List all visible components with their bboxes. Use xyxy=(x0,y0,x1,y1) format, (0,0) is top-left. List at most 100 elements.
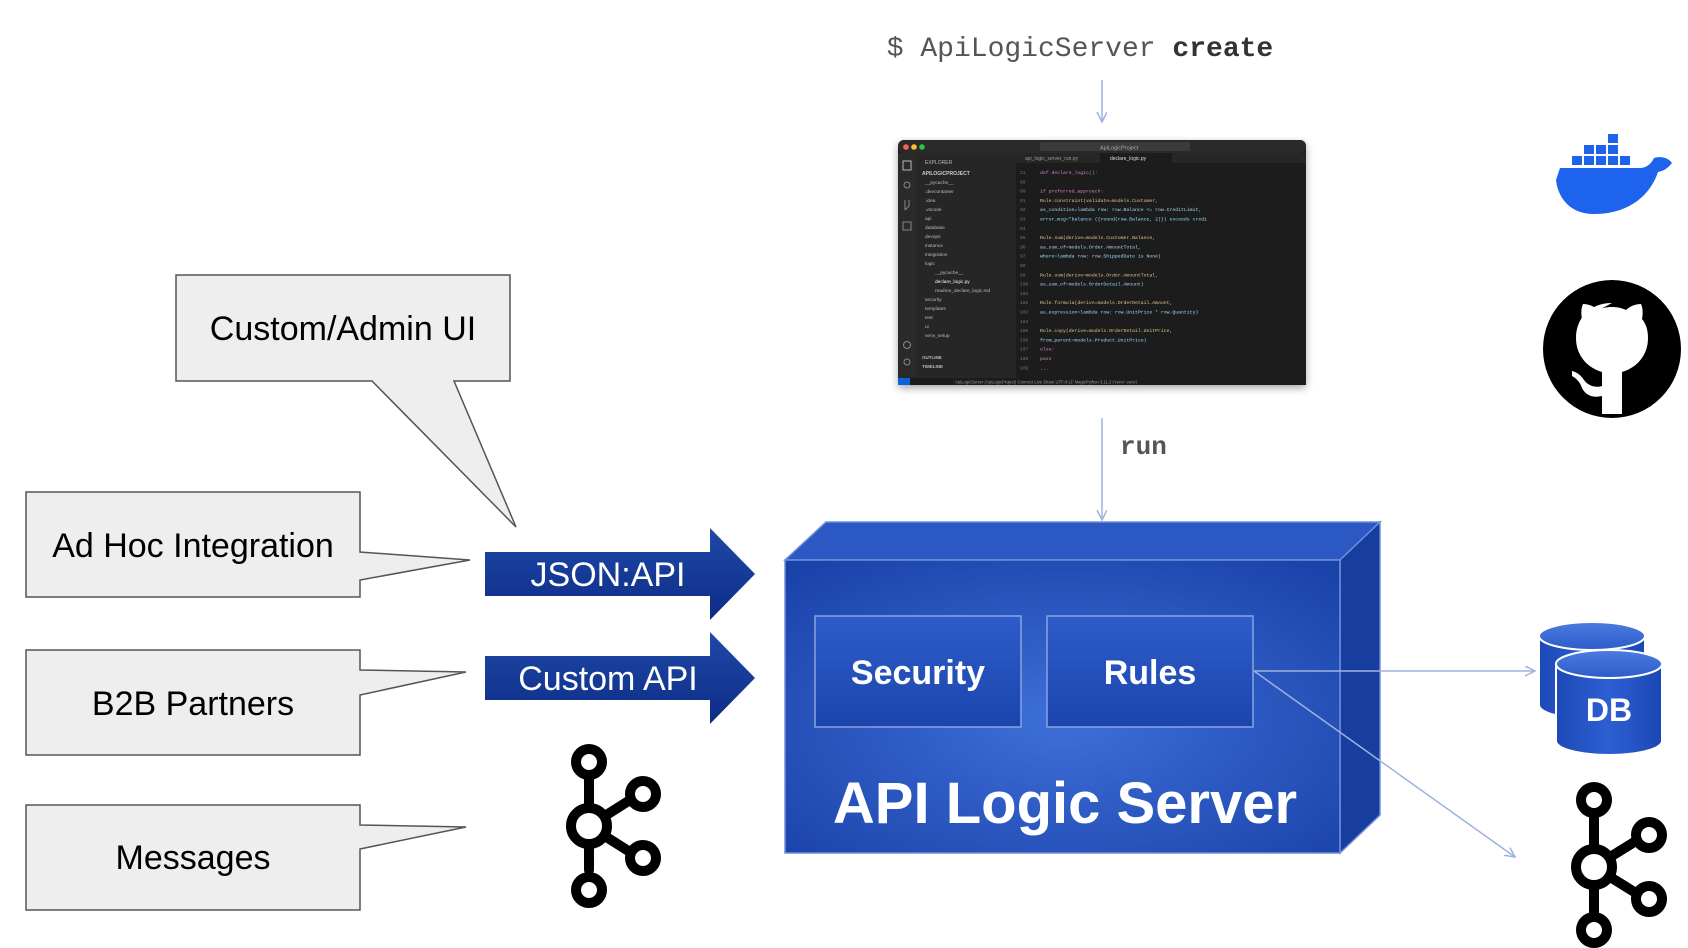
file-tree-item[interactable]: __pycache__ xyxy=(924,180,954,186)
code-line: Rule.constraint(validate=models.Customer… xyxy=(1040,198,1158,204)
code-line: ... xyxy=(1040,366,1049,371)
code-line: else: xyxy=(1040,347,1054,353)
file-tree-item[interactable]: database xyxy=(925,225,945,231)
status-bar-text: ApiLogicServer (ApiLogicProject) Connect… xyxy=(955,380,1138,385)
timeline-section[interactable]: TIMELINE xyxy=(922,364,943,369)
explorer-view-icon[interactable] xyxy=(902,160,912,171)
command-keyword: create xyxy=(1172,34,1273,65)
explorer-title: EXPLORER xyxy=(925,160,953,166)
file-tree-item[interactable]: devops xyxy=(925,234,941,240)
command-search-text: ApiLogicProject xyxy=(1100,146,1139,152)
file-tree-item[interactable]: security xyxy=(925,297,942,303)
file-tree-item[interactable]: readme_declare_logic.md xyxy=(935,288,991,294)
code-line: where=lambda row: row.ShippedDate is Non… xyxy=(1040,254,1161,260)
code-line: from_parent=models.Product.UnitPrice) xyxy=(1040,337,1147,343)
file-tree-item[interactable]: .devcontainer xyxy=(925,189,954,195)
callout-ad-hoc-integration-label: Ad Hoc Integration xyxy=(52,527,334,565)
line-number: 100 xyxy=(1020,282,1029,288)
code-line: Rule.copy(derive=models.OrderDetail.Unit… xyxy=(1040,328,1172,334)
rules-box: Rules xyxy=(1046,615,1254,728)
create-command: $ ApiLogicServer create xyxy=(887,34,1273,65)
line-number: 91 xyxy=(1020,198,1026,204)
callout-custom-admin-ui-label: Custom/Admin UI xyxy=(210,310,476,348)
search-view-icon[interactable] xyxy=(903,181,911,189)
line-number: 93 xyxy=(1020,217,1026,223)
editor-tab-server-run[interactable]: api_logic_server_run.py xyxy=(1025,156,1079,162)
line-number: 106 xyxy=(1020,337,1029,343)
line-number: 102 xyxy=(1020,300,1029,306)
line-number: 107 xyxy=(1020,347,1029,353)
docker-icon xyxy=(1556,134,1672,214)
line-number: 96 xyxy=(1020,244,1026,250)
line-number: 97 xyxy=(1020,254,1026,260)
line-number: 103 xyxy=(1020,310,1029,316)
callout-messages-label: Messages xyxy=(116,839,271,877)
code-line: as_sum_of=models.OrderDetail.Amount) xyxy=(1040,282,1144,288)
outline-section[interactable]: OUTLINE xyxy=(922,355,942,360)
extensions-icon[interactable] xyxy=(902,221,912,231)
line-number: 99 xyxy=(1020,272,1026,278)
code-line: def declare_logic(): xyxy=(1040,170,1098,176)
command-search-box[interactable] xyxy=(1040,142,1190,151)
api-logic-server-title: API Logic Server xyxy=(833,771,1297,836)
security-label: Security xyxy=(851,654,985,692)
callout-custom-admin-ui: Custom/Admin UI xyxy=(175,274,517,528)
callout-ad-hoc-integration: Ad Hoc Integration xyxy=(25,491,471,598)
file-tree-item[interactable]: api xyxy=(925,216,931,222)
code-line: if preferred_approach: xyxy=(1040,189,1103,195)
account-icon[interactable] xyxy=(903,341,911,349)
line-number: 90 xyxy=(1020,189,1026,195)
rules-to-kafka-arrow xyxy=(1253,670,1515,857)
line-number: 101 xyxy=(1020,291,1029,297)
custom-api-arrow: Custom API xyxy=(485,632,755,724)
window-maximize-icon[interactable] xyxy=(919,144,925,150)
ide-screenshot: ApiLogicProject EXPLORER APILOGICPROJECT… xyxy=(898,140,1306,385)
explorer-project: APILOGICPROJECT xyxy=(922,171,970,177)
code-line: error_msg="balance ({round(row.Balance, … xyxy=(1040,217,1207,223)
custom-api-label: Custom API xyxy=(518,660,698,698)
settings-gear-icon[interactable] xyxy=(903,358,911,366)
line-number: 89 xyxy=(1020,179,1026,185)
callout-b2b-partners-label: B2B Partners xyxy=(92,685,294,723)
file-tree-item[interactable]: logic xyxy=(925,261,935,267)
file-tree-item[interactable]: venv_setup xyxy=(925,333,950,339)
line-number: 105 xyxy=(1020,328,1029,334)
file-tree-item[interactable]: .idea xyxy=(925,198,936,204)
window-close-icon[interactable] xyxy=(903,144,909,150)
line-number: 108 xyxy=(1020,356,1029,362)
code-line: as_expression=lambda row: row.UnitPrice … xyxy=(1040,310,1198,316)
callout-messages: Messages xyxy=(25,804,467,911)
code-line: as_sum_of=models.Order.AmountTotal, xyxy=(1040,244,1141,250)
explorer-panel xyxy=(916,153,1016,378)
json-api-arrow: JSON:API xyxy=(485,528,755,620)
code-editor[interactable]: 21 def declare_logic(): 89 90 if preferred_… xyxy=(1020,170,1207,371)
kafka-icon-right xyxy=(1571,782,1667,948)
line-number: 104 xyxy=(1020,319,1029,325)
file-tree-item[interactable]: __pycache__ xyxy=(934,270,964,276)
line-number: 92 xyxy=(1020,207,1026,213)
activity-bar xyxy=(898,153,916,378)
file-tree-item[interactable]: templates xyxy=(925,306,946,312)
file-tree-item[interactable]: ui xyxy=(925,324,929,330)
database-icon: DB xyxy=(1538,621,1663,756)
file-tree-item[interactable]: declare_logic.py xyxy=(935,279,970,285)
db-label: DB xyxy=(1586,692,1632,728)
file-tree-item[interactable]: instance xyxy=(925,243,943,249)
json-api-label: JSON:API xyxy=(531,556,686,594)
editor-tab-declare-logic[interactable]: declare_logic.py xyxy=(1110,156,1147,162)
file-tree-item[interactable]: integration xyxy=(925,252,948,258)
run-label: run xyxy=(1120,432,1167,462)
file-tree-item[interactable]: test xyxy=(925,315,933,321)
code-line: Rule.sum(derive=models.Customer.Balance, xyxy=(1040,235,1155,241)
source-control-icon[interactable] xyxy=(904,200,910,211)
rules-label: Rules xyxy=(1104,654,1197,692)
command-prefix: $ ApiLogicServer xyxy=(887,34,1173,65)
file-tree: __pycache__ .devcontainer .idea .vscode api d… xyxy=(924,180,991,339)
line-number: 94 xyxy=(1020,226,1026,232)
code-line: Rule.formula(derive=models.OrderDetail.A… xyxy=(1040,300,1172,306)
file-tree-item[interactable]: .vscode xyxy=(925,207,942,213)
window-minimize-icon[interactable] xyxy=(911,144,917,150)
github-icon xyxy=(1543,280,1681,418)
line-number: 21 xyxy=(1020,170,1026,176)
